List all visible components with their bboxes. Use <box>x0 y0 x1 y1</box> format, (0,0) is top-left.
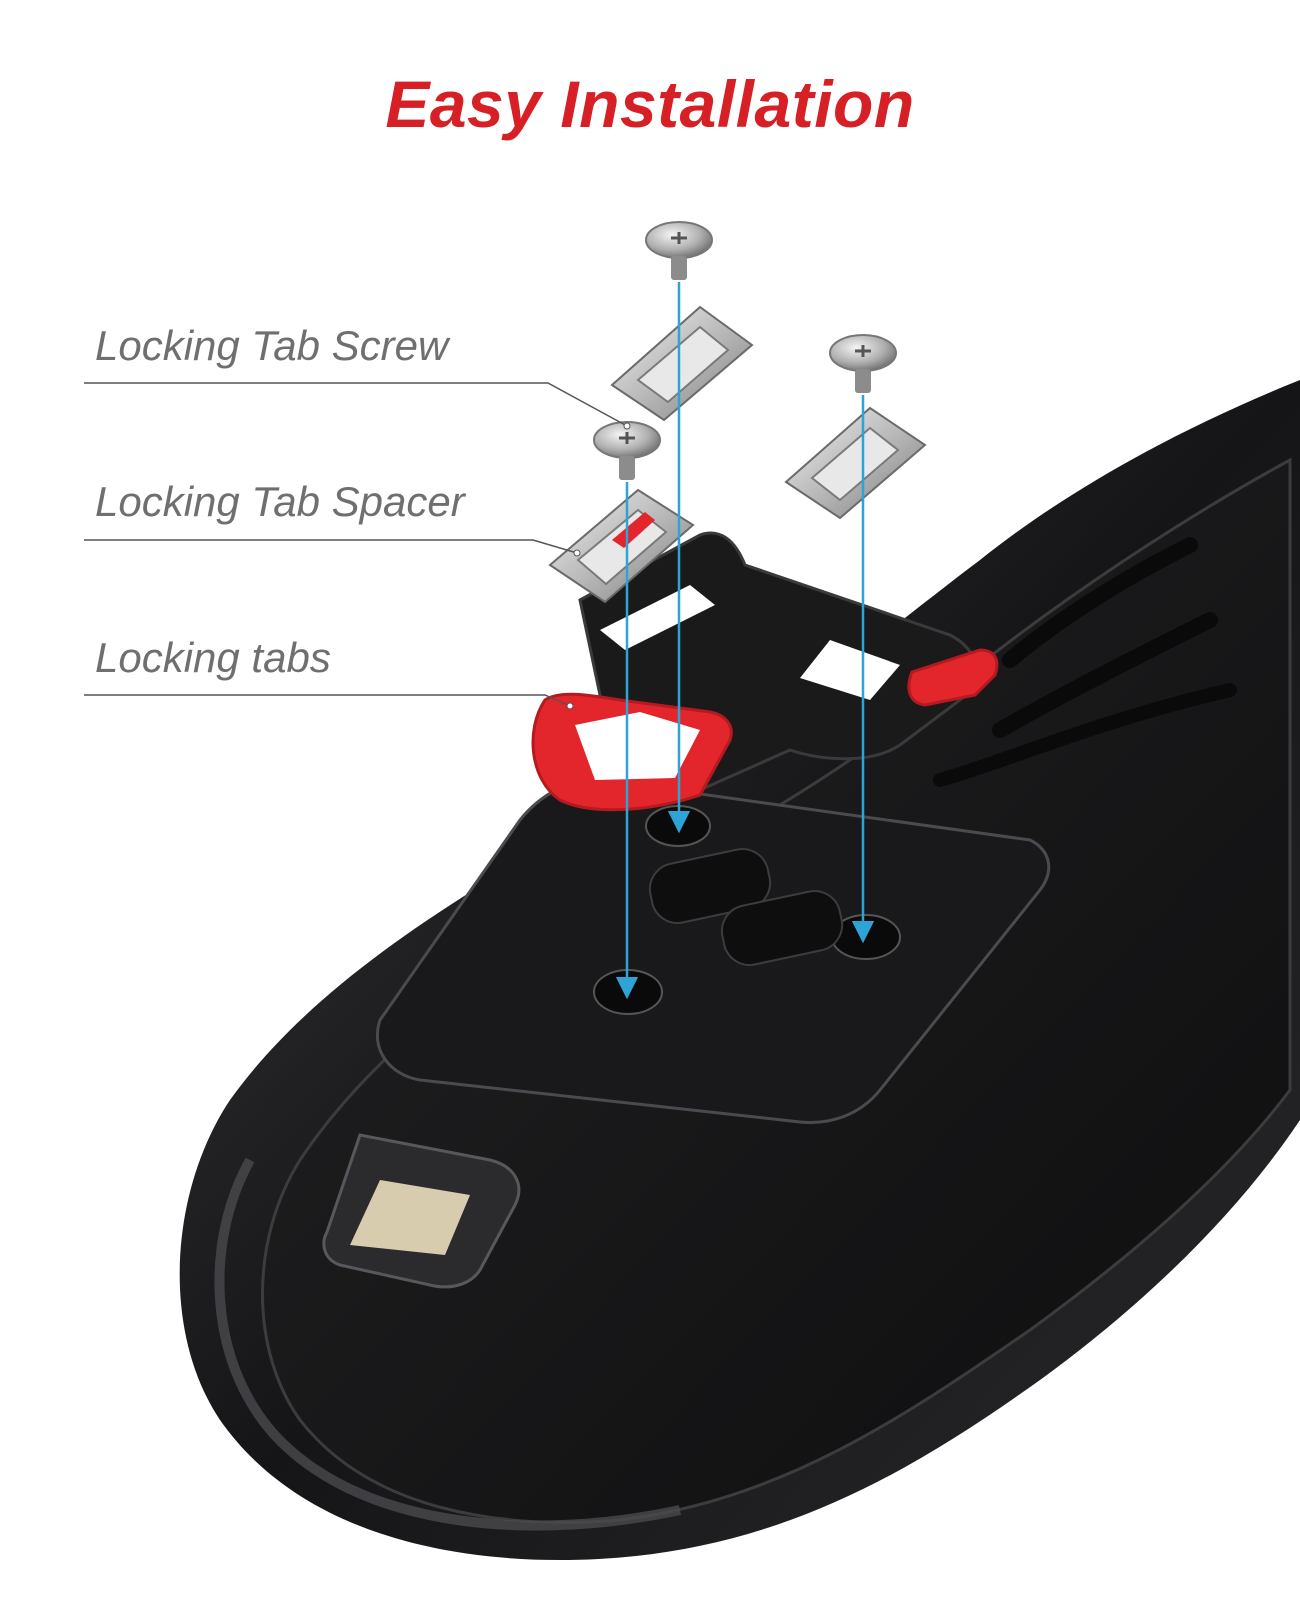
screws <box>593 221 897 480</box>
mount-slot-2 <box>720 890 844 966</box>
spacer-top <box>610 305 754 422</box>
cleat-window-right <box>800 640 900 700</box>
upper-vent-2 <box>992 612 1218 738</box>
leader-locking-tab-screw <box>84 382 628 427</box>
cleat-red-tab-inner-window <box>575 712 700 780</box>
cycling-shoe-illustration <box>179 380 1300 1560</box>
leader-locking-tabs <box>84 694 571 707</box>
callout-label-locking-tab-spacer: Locking Tab Spacer <box>95 478 465 525</box>
screw-icon <box>593 421 661 480</box>
callout-label-locking-tabs: Locking tabs <box>95 634 331 681</box>
callout-label-locking-tab-screw: Locking Tab Screw <box>95 322 449 369</box>
screw-icon <box>829 334 897 393</box>
sole-highlight-rim <box>214 1157 682 1531</box>
leader-locking-tab-spacer <box>84 539 578 554</box>
spacers <box>548 305 927 604</box>
toe-vent-mesh <box>350 1180 470 1255</box>
cleat-red-tab-right <box>907 648 999 707</box>
page-title: Easy Installation <box>385 67 915 141</box>
cleat-window-left <box>600 585 715 650</box>
screw-icon <box>645 221 713 280</box>
upper-vent-1 <box>1002 537 1198 668</box>
installation-arrows <box>615 282 875 1000</box>
mount-slot-1 <box>648 848 772 924</box>
spacer-right <box>784 406 927 520</box>
callout-leaders <box>84 382 631 710</box>
upper-vent-3 <box>933 683 1237 787</box>
spacer-left <box>548 488 695 604</box>
sole-plate <box>375 778 1051 1125</box>
